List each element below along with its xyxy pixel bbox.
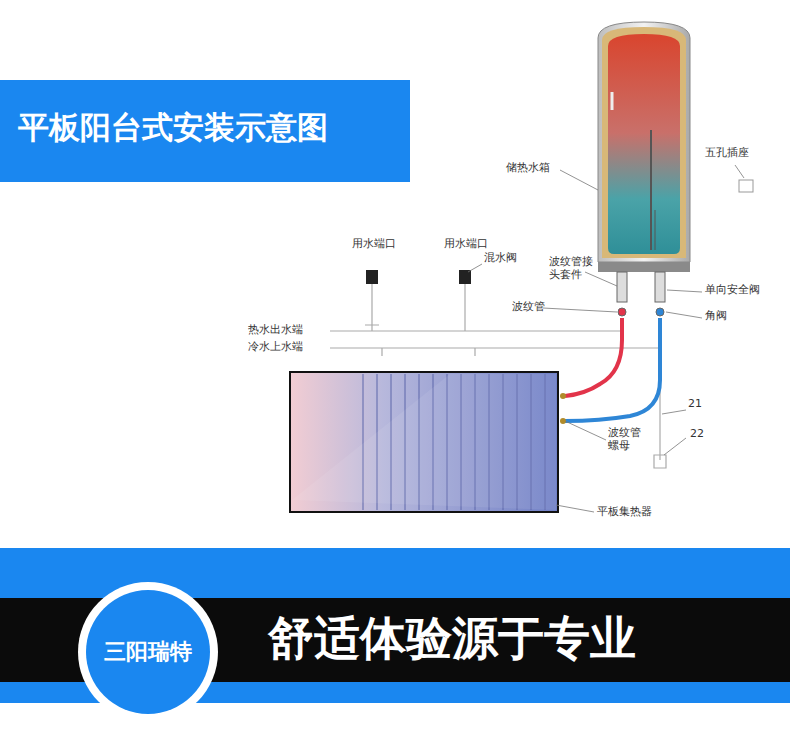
- part-label: 混水阀: [484, 252, 517, 265]
- part-label: 角阀: [705, 310, 727, 323]
- tap: [366, 270, 378, 284]
- part-label: 波纹管接头套件: [549, 256, 599, 281]
- part-label: 21: [688, 398, 702, 411]
- part-label: 平板集热器: [597, 506, 652, 519]
- part-label: 用水端口: [352, 238, 396, 251]
- cold-pipe: [565, 318, 660, 421]
- leader-lines: [468, 165, 744, 512]
- logo-ring: [78, 582, 218, 722]
- part-label: 冷水上水端: [248, 341, 303, 354]
- part-label: 波纹管: [512, 301, 545, 314]
- part-label: 五孔插座: [705, 147, 749, 160]
- title-band: [0, 80, 410, 182]
- title: 平板阳台式安装示意图: [18, 110, 328, 146]
- fittings: [617, 272, 665, 316]
- part-label: 单向安全阀: [705, 284, 760, 297]
- hot-pipe: [565, 318, 622, 396]
- socket: [739, 180, 753, 192]
- mixing-valve: [459, 270, 471, 284]
- part-label: 热水出水端: [248, 324, 303, 337]
- slogan: 舒适体验源于专业: [268, 612, 636, 665]
- pipe-nut: [560, 393, 566, 399]
- logo-circle: 三阳瑞特: [86, 590, 210, 714]
- part-label: 储热水箱: [506, 162, 550, 175]
- logo-disc: [86, 590, 210, 714]
- part-label: 用水端口: [444, 238, 488, 251]
- storage-tank: [598, 22, 690, 272]
- part-label: 波纹管螺母: [608, 427, 648, 452]
- flat-collector: [290, 372, 558, 512]
- part-label: 22: [690, 428, 704, 441]
- brand-name: 三阳瑞特: [104, 637, 192, 667]
